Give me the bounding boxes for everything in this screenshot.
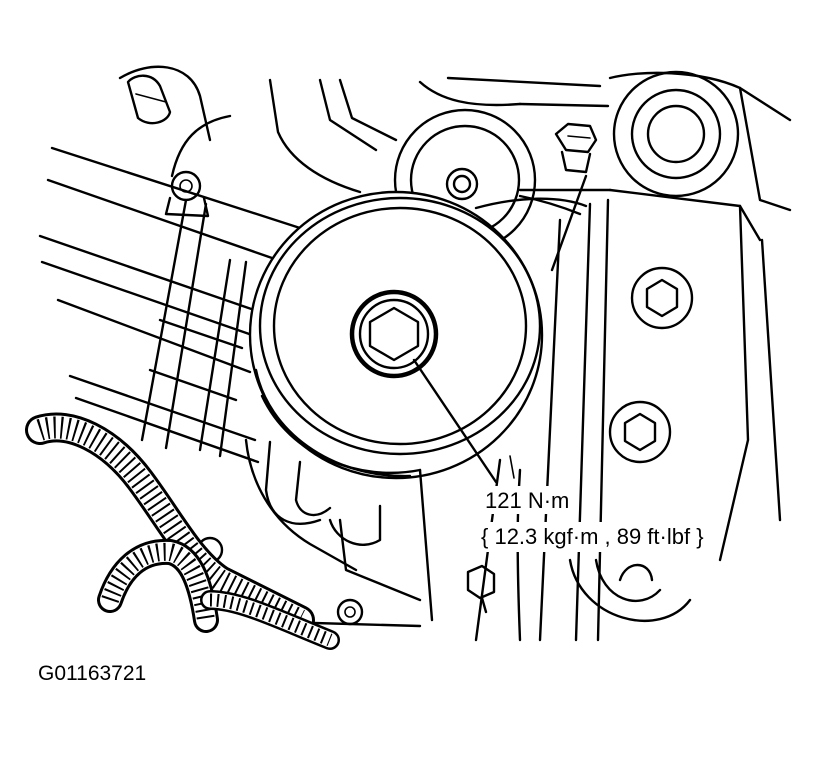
figure-id: G01163721 — [38, 662, 147, 685]
torque-value-alt-units: { 12.3 kgf·m , 89 ft·lbf } — [479, 522, 708, 552]
wiring-harness-icon — [25, 412, 340, 650]
mount-bracket — [518, 70, 792, 642]
center-hex-bolt — [349, 289, 439, 379]
hex-bolt-icon — [550, 122, 598, 272]
tensioner-pulley — [248, 190, 544, 480]
hex-bolt-icon — [630, 266, 694, 330]
torque-value-nm: 121 N·m — [483, 486, 574, 514]
leader-line — [412, 358, 498, 484]
leader-tick — [509, 455, 515, 479]
engine-block-lines — [38, 65, 610, 464]
hex-bolt-icon — [608, 400, 672, 464]
